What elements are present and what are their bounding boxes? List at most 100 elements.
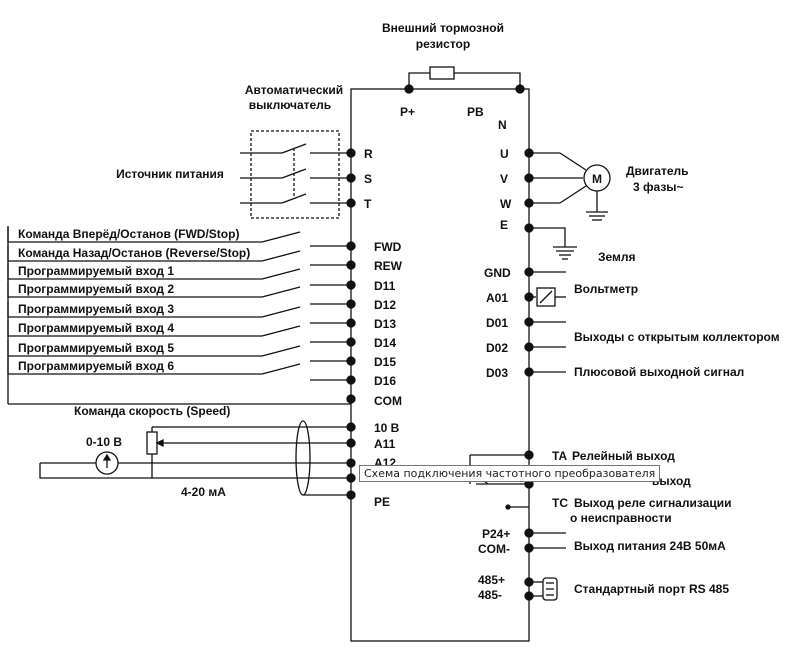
terminal-dot <box>346 422 356 432</box>
terminal-dot <box>524 591 534 601</box>
command-switch <box>261 306 301 318</box>
input-terminal-label: D14 <box>374 336 396 350</box>
input-terminal-label: FWD <box>374 240 402 254</box>
brake-resistor <box>429 66 455 80</box>
terminal-dot <box>346 473 356 483</box>
command-row-line <box>7 358 262 375</box>
command-switch <box>261 250 301 262</box>
motor-label-1: Двигатель <box>626 164 689 178</box>
circuit-breaker-box <box>250 130 340 219</box>
terminal-com-minus: COM- <box>478 542 510 556</box>
terminal-dot <box>524 342 534 352</box>
terminal-d03: D03 <box>486 366 508 380</box>
command-switch <box>261 268 301 280</box>
terminal-p24: P24+ <box>482 527 510 541</box>
terminal-u: U <box>500 147 509 161</box>
speed-current-label: 4-20 мА <box>181 485 226 499</box>
terminal-n: N <box>498 118 507 132</box>
input-terminal-label: D12 <box>374 298 396 312</box>
terminal-pe: PE <box>374 495 390 509</box>
terminal-s: S <box>364 172 372 186</box>
terminal-dot <box>524 223 534 233</box>
command-row-line <box>7 245 262 262</box>
terminal-dot <box>346 299 356 309</box>
open-collector-label: Выходы с открытым коллектором <box>574 330 780 344</box>
terminal-dot <box>524 173 534 183</box>
plus-signal-label: Плюсовой выходной сигнал <box>574 365 744 379</box>
command-label: Команда Вперёд/Останов (FWD/Stop) <box>18 227 239 241</box>
command-row-line <box>7 263 262 280</box>
terminal-w: W <box>500 197 512 211</box>
terminal-dot <box>524 450 534 460</box>
command-switch <box>261 286 301 298</box>
command-row-line <box>7 301 262 318</box>
terminal-pb: PB <box>467 105 484 119</box>
command-switch <box>261 363 301 375</box>
relay-output-tb-label: выход <box>652 474 691 488</box>
command-label: Команда Назад/Останов (Reverse/Stop) <box>18 246 250 260</box>
input-terminal-label: COM <box>374 394 402 408</box>
terminal-dot <box>524 543 534 553</box>
terminal-a01: A01 <box>486 291 508 305</box>
command-label: Программируемый вход 1 <box>18 264 174 278</box>
shield-loop <box>295 420 311 496</box>
fault-relay-label-2: о неисправности <box>570 511 672 525</box>
terminal-ta: TA <box>552 449 567 463</box>
command-row-line <box>7 320 262 337</box>
terminal-dot <box>346 260 356 270</box>
rs485-label: Стандартный порт RS 485 <box>574 582 729 596</box>
ground-label: Земля <box>598 250 636 264</box>
potentiometer-icon <box>146 431 158 455</box>
command-label: Программируемый вход 6 <box>18 359 174 373</box>
input-terminal-label: REW <box>374 259 403 273</box>
motor-symbol-label: M <box>592 172 602 186</box>
terminal-e: E <box>500 218 508 232</box>
terminal-d02: D02 <box>486 341 508 355</box>
terminal-dot <box>404 84 414 94</box>
command-label: Программируемый вход 4 <box>18 321 174 335</box>
terminal-dot <box>524 198 534 208</box>
breaker-label-1: Автоматический <box>245 83 343 97</box>
terminal-dot <box>346 356 356 366</box>
terminal-v: V <box>500 172 508 186</box>
terminal-r: R <box>364 147 373 161</box>
terminal-485-plus: 485+ <box>478 573 505 587</box>
power-output-label: Выход питания 24В 50мА <box>574 539 726 553</box>
terminal-dot <box>346 241 356 251</box>
motor-label-2: 3 фазы~ <box>633 180 684 194</box>
terminal-dot <box>515 84 525 94</box>
terminal-dot <box>346 438 356 448</box>
terminal-d01: D01 <box>486 316 508 330</box>
terminal-dot <box>524 577 534 587</box>
command-label: Программируемый вход 3 <box>18 302 174 316</box>
input-terminal-label: D11 <box>374 279 396 293</box>
terminal-10v: 10 В <box>374 421 400 435</box>
brake-resistor-wire <box>408 72 521 89</box>
terminal-dot <box>524 292 534 302</box>
terminal-p-plus: P+ <box>400 105 415 119</box>
terminal-gnd: GND <box>484 266 511 280</box>
terminal-a11: A11 <box>374 437 396 451</box>
terminal-dot <box>346 148 356 158</box>
input-terminal-label: D15 <box>374 355 396 369</box>
terminal-dot <box>346 318 356 328</box>
input-terminal-label: D16 <box>374 374 396 388</box>
speed-title: Команда скорость (Speed) <box>74 404 230 418</box>
voltmeter-label: Вольтметр <box>574 282 638 296</box>
command-label: Программируемый вход 5 <box>18 341 174 355</box>
brake-resistor-label-2: резистор <box>416 37 470 51</box>
terminal-dot <box>346 198 356 208</box>
terminal-dot <box>346 458 356 468</box>
power-source-label: Источник питания <box>116 167 224 181</box>
terminal-485-minus: 485- <box>478 588 502 602</box>
breaker-label-2: выключатель <box>249 98 331 112</box>
terminal-tc: TC <box>552 496 568 510</box>
terminal-dot <box>346 375 356 385</box>
brake-resistor-label-1: Внешний тормозной <box>382 21 504 35</box>
command-switch <box>261 325 301 337</box>
command-row-line <box>7 340 262 357</box>
terminal-t: T <box>364 197 372 211</box>
command-switch <box>261 345 301 357</box>
terminal-dot <box>524 267 534 277</box>
terminal-dot <box>524 317 534 327</box>
